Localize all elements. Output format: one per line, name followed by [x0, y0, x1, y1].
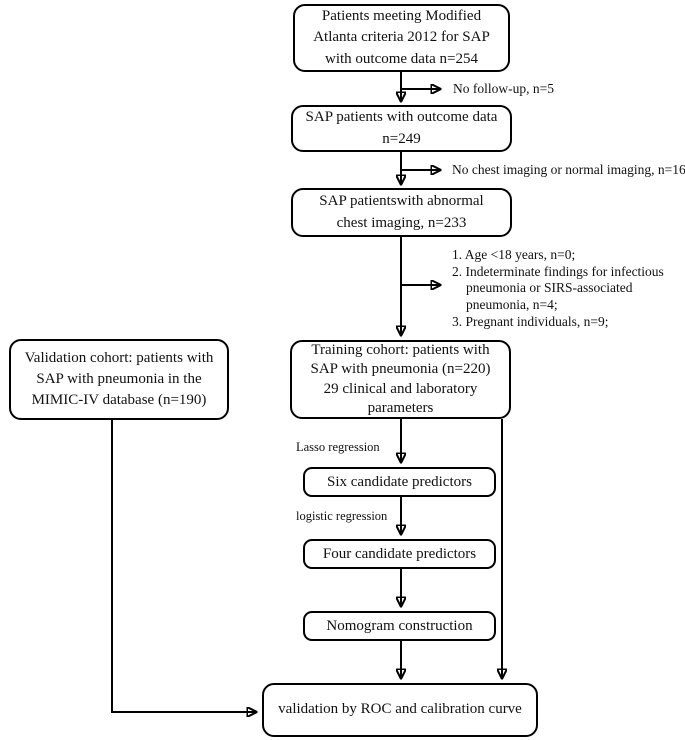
box-nomogram: Nomogram construction	[303, 611, 496, 641]
box-validation-cohort: Validation cohort: patients with SAP wit…	[9, 339, 229, 420]
exclusion-item: 1. Age <18 years, n=0;	[452, 247, 576, 262]
arrow-validation-to-final	[111, 420, 256, 712]
box-atlanta-criteria: Patients meeting Modified Atlanta criter…	[293, 4, 510, 72]
label-logistic-regression: logistic regression	[296, 509, 388, 523]
exclusion-list: 1. Age <18 years, n=0; 2. Indeterminate …	[452, 247, 685, 331]
box-four-predictors: Four candidate predictors	[303, 539, 496, 569]
label-lasso-regression: Lasso regression	[296, 440, 380, 454]
box-outcome-data: SAP patients with outcome data n=249	[291, 105, 512, 152]
box-final-validation: validation by ROC and calibration curve	[262, 683, 538, 737]
exclusion-item: 2. Indeterminate findings for infectious…	[452, 264, 664, 312]
exclusion-item: 3. Pregnant individuals, n=9;	[452, 313, 609, 329]
box-training-cohort: Training cohort: patients with SAP with …	[290, 340, 511, 419]
box-abnormal-imaging: SAP patientswith abnormal chest imaging,…	[291, 188, 512, 237]
box-six-predictors: Six candidate predictors	[303, 467, 496, 497]
label-no-followup: No follow-up, n=5	[453, 81, 554, 96]
label-no-imaging: No chest imaging or normal imaging, n=16	[452, 162, 685, 177]
